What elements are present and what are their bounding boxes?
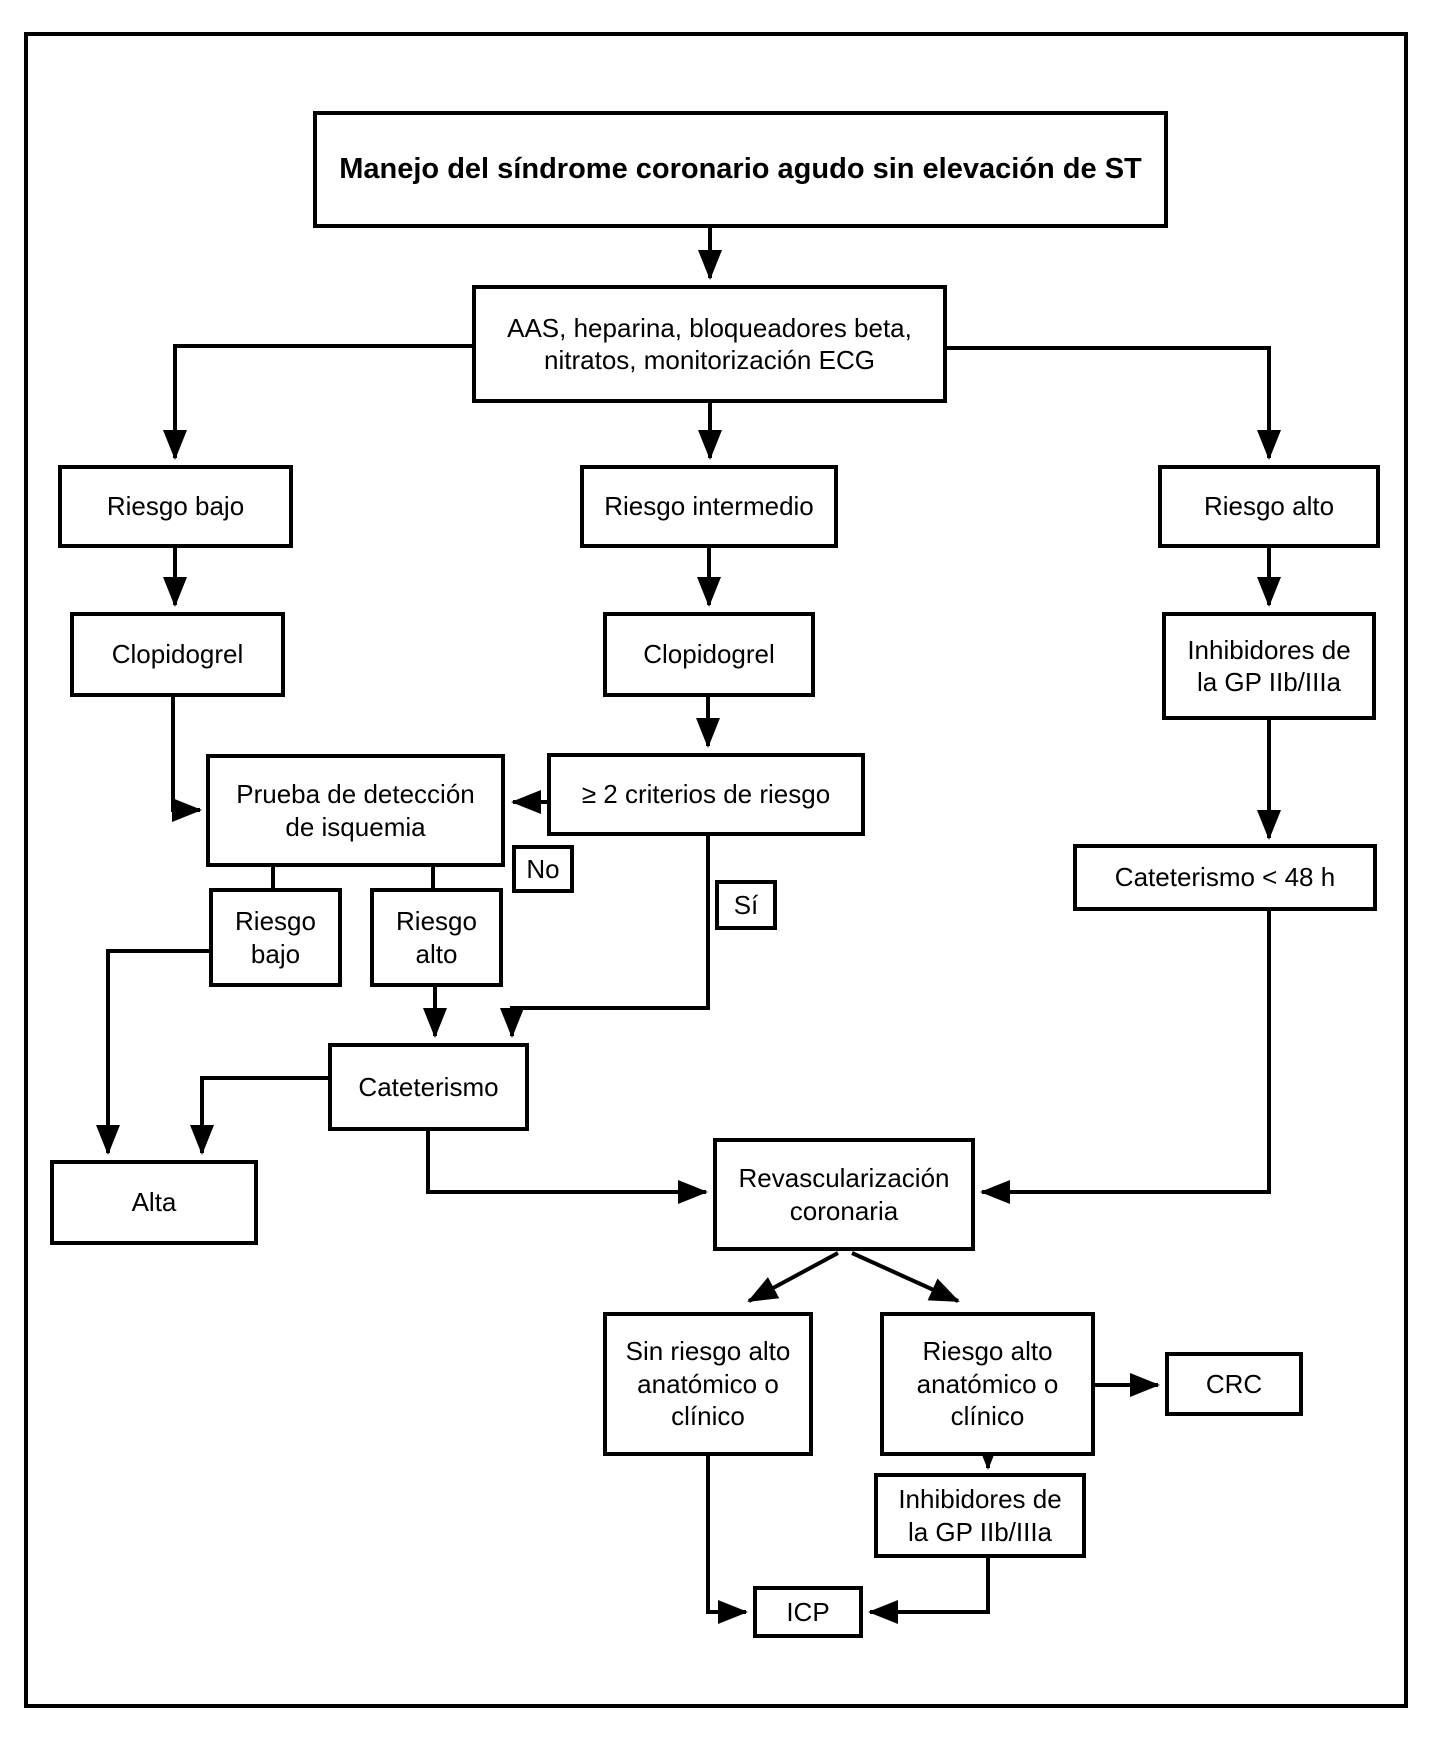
node-gp-inhibitors-top: Inhibidores de la GP IIb/IIIa: [1162, 612, 1376, 720]
node-initial-treatment: AAS, heparina, bloqueadores beta, nitrat…: [472, 285, 947, 403]
diagram-border: [24, 32, 1408, 1708]
node-riesgo-bajo-small: Riesgo bajo: [209, 888, 342, 987]
node-sin-riesgo-alto: Sin riesgo alto anatómico o clínico: [603, 1312, 813, 1456]
node-riesgo-alto: Riesgo alto: [1158, 465, 1380, 548]
node-clopidogrel-left: Clopidogrel: [70, 612, 285, 697]
arrow-riesgo-bajo-small-to-alta: [96, 949, 209, 1155]
node-riesgo-bajo: Riesgo bajo: [58, 465, 293, 548]
node-gp-inhibitors-bottom: Inhibidores de la GP IIb/IIIa: [874, 1473, 1086, 1558]
node-title: Manejo del síndrome coronario agudo sin …: [313, 111, 1168, 228]
edge-label-si: Sí: [715, 880, 777, 930]
node-cateterismo-48h: Cateterismo < 48 h: [1073, 844, 1377, 911]
arrow-treatment-to-riesgo-bajo: [163, 344, 472, 460]
node-riesgo-alto-anatomico: Riesgo alto anatómico o clínico: [880, 1312, 1095, 1456]
node-riesgo-intermedio: Riesgo intermedio: [580, 465, 838, 548]
arrow-sin-riesgo-to-icp: [706, 1456, 748, 1624]
node-crc: CRC: [1165, 1352, 1303, 1416]
node-cateterismo: Cateterismo: [328, 1043, 529, 1131]
arrow-criterios-si-to-cateterismo: [500, 836, 710, 1038]
node-riesgo-alto-small: Riesgo alto: [370, 888, 503, 987]
arrow-revascularizacion-to-riesgo-alto-anat: [851, 1251, 960, 1303]
node-alta: Alta: [50, 1160, 258, 1245]
edge-label-no: No: [512, 845, 574, 893]
node-revascularizacion: Revascularización coronaria: [713, 1138, 975, 1251]
arrow-cateterismo48-to-revascularizacion: [980, 911, 1271, 1204]
arrow-gp-inhibitors-bottom-to-icp: [868, 1558, 990, 1624]
arrow-treatment-to-riesgo-alto: [947, 346, 1281, 460]
node-criterios-riesgo: ≥ 2 criterios de riesgo: [547, 753, 865, 836]
node-icp: ICP: [753, 1586, 863, 1638]
arrow-cateterismo-to-revascularizacion: [426, 1131, 708, 1204]
node-prueba-isquemia: Prueba de detección de isquemia: [206, 754, 505, 867]
arrow-cateterismo-to-alta: [190, 1076, 328, 1155]
node-clopidogrel-mid: Clopidogrel: [603, 612, 815, 697]
arrow-revascularizacion-to-sin-riesgo: [747, 1251, 839, 1303]
arrow-clopidogrel-to-prueba: [171, 697, 202, 822]
